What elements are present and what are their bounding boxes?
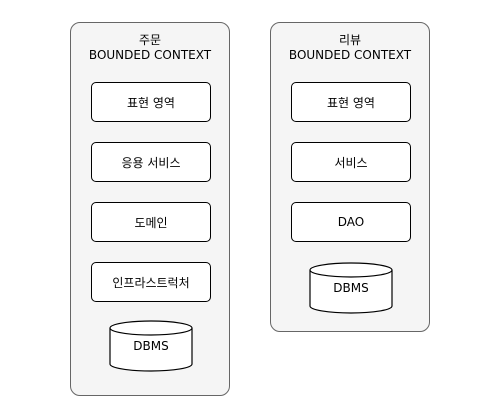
review-bounded-context: 리뷰 BOUNDED CONTEXT 표현 영역 서비스 DAO DBMS	[270, 22, 430, 332]
order-dbms-cylinder: DBMS	[109, 320, 193, 372]
database-icon	[109, 320, 193, 372]
review-context-subtitle: BOUNDED CONTEXT	[288, 48, 412, 62]
review-context-name: 리뷰	[338, 33, 362, 47]
review-service-layer: 서비스	[291, 142, 411, 182]
order-bounded-context: 주문 BOUNDED CONTEXT 표현 영역 응용 서비스 도메인 인프라스…	[70, 22, 230, 396]
order-infrastructure-layer: 인프라스트럭처	[91, 262, 211, 302]
order-context-subtitle: BOUNDED CONTEXT	[88, 48, 212, 62]
review-dbms-cylinder: DBMS	[309, 262, 393, 314]
order-dbms-label: DBMS	[133, 339, 169, 353]
order-context-name: 주문	[138, 33, 162, 47]
database-icon	[309, 262, 393, 314]
review-dao-layer: DAO	[291, 202, 411, 242]
review-presentation-layer: 표현 영역	[291, 82, 411, 122]
order-presentation-layer: 표현 영역	[91, 82, 211, 122]
review-dbms-label: DBMS	[333, 281, 369, 295]
order-application-service-layer: 응용 서비스	[91, 142, 211, 182]
order-domain-layer: 도메인	[91, 202, 211, 242]
